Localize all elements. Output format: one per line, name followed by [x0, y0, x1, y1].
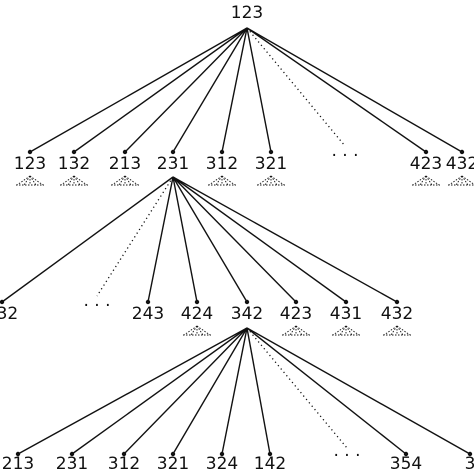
collapsed-subtree-stub — [16, 175, 44, 186]
tree-node-label: 424 — [181, 304, 213, 324]
node-dot — [267, 451, 273, 457]
tree-node-label: 132 — [0, 304, 18, 324]
tree-edge — [246, 27, 272, 153]
tree-node-label: 213 — [2, 454, 34, 474]
tree-node-label: 3 — [465, 454, 474, 474]
tree-edge — [17, 327, 248, 455]
node-dot — [293, 299, 299, 305]
ellipsis-marker: · · · — [333, 446, 360, 466]
tree-edge — [1, 176, 174, 303]
tree-edge — [246, 327, 271, 455]
node-dot — [15, 451, 21, 457]
tree-edge-elided — [96, 176, 174, 297]
tree-edge — [172, 176, 198, 303]
tree-node-label: 321 — [255, 154, 287, 174]
node-dot — [170, 451, 176, 457]
collapsed-subtree-stub — [412, 175, 440, 186]
node-connection-dots — [0, 149, 473, 457]
node-dot — [194, 299, 200, 305]
node-dot — [343, 299, 349, 305]
node-dot — [170, 149, 176, 155]
collapsed-subtree-stub — [208, 175, 236, 186]
tree-node-label: 432 — [446, 154, 474, 174]
node-dot — [459, 149, 465, 155]
node-dot — [145, 299, 151, 305]
root-node-label: 123 — [231, 3, 263, 23]
node-dot — [71, 149, 77, 155]
collapsed-subtree-stub — [332, 325, 360, 336]
tree-edge — [246, 327, 471, 455]
tree-node-label: 231 — [56, 454, 88, 474]
tree-node-label: 423 — [280, 304, 312, 324]
tree-edge — [246, 327, 407, 455]
collapsed-subtree-stub — [448, 175, 474, 186]
tree-node-label: 432 — [381, 304, 413, 324]
node-dot — [423, 149, 429, 155]
tree-edge — [221, 27, 248, 153]
tree-edge — [172, 27, 248, 153]
tree-edges — [1, 27, 471, 455]
collapsed-subtree-stub — [183, 325, 211, 336]
tree-edge — [246, 27, 463, 153]
node-dot — [27, 149, 33, 155]
collapsed-subtree-stubs — [16, 175, 474, 336]
tree-node-label: 312 — [108, 454, 140, 474]
collapsed-subtree-stub — [383, 325, 411, 336]
tree-node-label: 213 — [109, 154, 141, 174]
tree-node-label: 142 — [254, 454, 286, 474]
tree-node-label: 423 — [410, 154, 442, 174]
tree-edge — [29, 27, 248, 153]
tree-edge-elided — [246, 327, 348, 449]
tree-node-label: 123 — [14, 154, 46, 174]
tree-edge — [73, 27, 248, 153]
node-dot — [121, 451, 127, 457]
node-dot — [0, 299, 5, 305]
tree-edge — [123, 327, 248, 455]
collapsed-subtree-stub — [111, 175, 139, 186]
node-dot — [467, 451, 473, 457]
tree-edge — [71, 327, 248, 455]
node-dot — [122, 149, 128, 155]
tree-edge — [124, 27, 248, 153]
ellipsis-marker: · · · — [331, 146, 358, 166]
tree-node-label: 342 — [231, 304, 263, 324]
collapsed-subtree-stub — [257, 175, 285, 186]
node-dot — [403, 451, 409, 457]
tree-edge — [147, 176, 174, 303]
collapsed-subtree-stub — [282, 325, 310, 336]
tree-edge — [172, 176, 248, 303]
tree-edge — [172, 176, 347, 303]
node-dot — [219, 451, 225, 457]
tree-node-label: 354 — [390, 454, 422, 474]
tree-node-label: 243 — [132, 304, 164, 324]
tree-node-label: 321 — [157, 454, 189, 474]
ellipsis-marker: · · · — [83, 296, 110, 316]
tree-edge — [246, 27, 427, 153]
tree-edge — [172, 327, 248, 455]
node-dot — [69, 451, 75, 457]
node-dot — [219, 149, 225, 155]
tree-edge — [221, 327, 248, 455]
tree-edge-elided — [246, 27, 346, 147]
tree-edge — [172, 176, 398, 303]
tree-node-label: 324 — [206, 454, 238, 474]
tree-node-label: 132 — [58, 154, 90, 174]
node-dot — [394, 299, 400, 305]
node-dot — [268, 149, 274, 155]
node-dot — [244, 299, 250, 305]
tree-node-label: 231 — [157, 154, 189, 174]
tree-edge — [172, 176, 297, 303]
tree-node-label: 431 — [330, 304, 362, 324]
tree-node-label: 312 — [206, 154, 238, 174]
collapsed-subtree-stub — [60, 175, 88, 186]
